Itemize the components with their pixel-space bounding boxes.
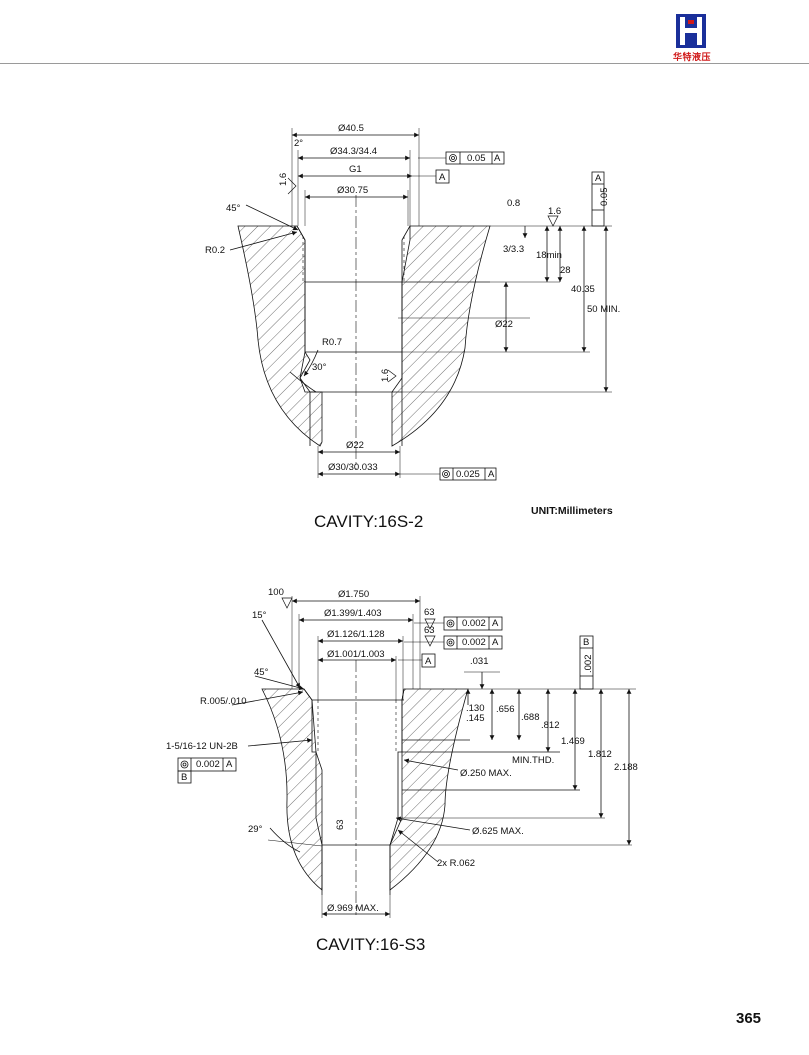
c2-dim-d14: .656 bbox=[496, 704, 515, 715]
c1-dim-d23: A bbox=[494, 153, 501, 164]
c2-dim-d26: 2x R.062 bbox=[437, 858, 475, 869]
c1-dim-d26: A bbox=[488, 469, 495, 480]
c2-dim-d5: 63 bbox=[424, 607, 435, 618]
c2-dim-d11: R.005/.010 bbox=[200, 696, 246, 707]
c2-dim-d24: 63 bbox=[335, 819, 346, 830]
c1-dim-d27: 0.05 bbox=[599, 188, 610, 207]
c2-dim-d27: Ø.969 MAX. bbox=[327, 903, 379, 914]
cavity1-drawing bbox=[229, 128, 612, 481]
c2-dim-d6: Ø1.126/1.128 bbox=[327, 629, 385, 640]
c2-dim-d37: .002 bbox=[583, 655, 594, 674]
logo-text: 华特液压 bbox=[672, 52, 711, 62]
c1-dim-d9: 0.8 bbox=[507, 198, 520, 209]
c2-dim-d19: MIN.THD. bbox=[512, 755, 554, 766]
c2-dim-d12: .130 bbox=[466, 703, 485, 714]
c2-dim-d17: 1-5/16-12 UN-2B bbox=[166, 741, 238, 752]
c2-dim-d16: .812 bbox=[541, 720, 560, 731]
c1-dim-d14: 40.35 bbox=[571, 284, 595, 295]
c2-dim-d2: Ø1.750 bbox=[338, 589, 369, 600]
c2-dim-d34: A bbox=[226, 759, 233, 770]
c2-dim-d23: 29° bbox=[248, 824, 263, 835]
c2-dim-d3: 15° bbox=[252, 610, 267, 621]
c1-dim-d16: Ø22 bbox=[495, 319, 513, 330]
company-logo-icon bbox=[676, 14, 706, 48]
cavity1-body-left bbox=[237, 225, 323, 447]
c1-dim-d10: 1.6 bbox=[548, 206, 561, 217]
c1-dim-d13: 28 bbox=[560, 265, 571, 276]
cavity2-body-left bbox=[261, 688, 323, 891]
c2-dim-d30: 0.002 bbox=[462, 637, 486, 648]
c2-dim-d29: A bbox=[492, 618, 499, 629]
c1-dim-d15: 50 MIN. bbox=[587, 304, 620, 315]
c2-dim-d35: B bbox=[181, 772, 187, 783]
c2-dim-d33: 0.002 bbox=[196, 759, 220, 770]
c1-dim-d25: 0.025 bbox=[456, 469, 480, 480]
c1-dim-d20: Ø22 bbox=[346, 440, 364, 451]
c2-dim-d36: B bbox=[583, 637, 589, 648]
c1-dim-d4: G1 bbox=[349, 164, 362, 175]
c2-dim-d22: Ø.250 MAX. bbox=[460, 768, 512, 779]
cavity1-bore bbox=[296, 225, 311, 446]
c2-dim-d32: A bbox=[425, 656, 432, 667]
c1-dim-d11: 3/3.3 bbox=[503, 244, 524, 255]
c1-dim-d18: 30° bbox=[312, 362, 327, 373]
c1-dim-d21: Ø30/30.033 bbox=[328, 462, 378, 473]
c2-dim-d28: 0.002 bbox=[462, 618, 486, 629]
c1-dim-d2: 2° bbox=[294, 138, 303, 149]
header-divider bbox=[0, 63, 809, 64]
cavity1-labels: Ø40.5 2° Ø34.3/34.4 G1 Ø30.75 45° R0.2 1… bbox=[205, 123, 620, 480]
c2-dim-d15: .688 bbox=[521, 712, 540, 723]
cavity2-title: CAVITY:16-S3 bbox=[316, 935, 426, 954]
c1-dim-d28: A bbox=[595, 173, 602, 184]
cavity1-title: CAVITY:16S-2 bbox=[314, 512, 424, 531]
c1-dim-d17: R0.7 bbox=[322, 337, 342, 348]
c1-dim-d5: Ø30.75 bbox=[337, 185, 368, 196]
c1-dim-d8: 1.6 bbox=[278, 173, 289, 186]
cavity1-body-right bbox=[391, 225, 491, 447]
c2-dim-d18: 1.469 bbox=[561, 736, 585, 747]
c2-dim-d10: .031 bbox=[470, 656, 489, 667]
c2-dim-d4: Ø1.399/1.403 bbox=[324, 608, 382, 619]
cavity1-bore-right bbox=[401, 225, 411, 446]
c1-dim-d12: 18min bbox=[536, 250, 562, 261]
c1-dim-d3: Ø34.3/34.4 bbox=[330, 146, 377, 157]
c2-dim-d20: 1.812 bbox=[588, 749, 612, 760]
unit-label: UNIT:Millimeters bbox=[531, 505, 613, 517]
c1-dim-d1: Ø40.5 bbox=[338, 123, 364, 134]
c2-dim-d25: Ø.625 MAX. bbox=[472, 826, 524, 837]
cavity2-labels: 100 Ø1.750 15° Ø1.399/1.403 63 Ø1.126/1.… bbox=[166, 587, 638, 914]
cavity2-drawing bbox=[177, 596, 636, 918]
c2-dim-d21: 2.188 bbox=[614, 762, 638, 773]
c1-dim-d19: 1.6 bbox=[380, 369, 391, 382]
c1-dim-d24: A bbox=[439, 172, 446, 183]
c2-dim-d13: .145 bbox=[466, 713, 485, 724]
c2-dim-d9: 45° bbox=[254, 667, 269, 678]
c1-dim-d7: R0.2 bbox=[205, 245, 225, 256]
c2-dim-d7: 63 bbox=[424, 625, 435, 636]
c2-dim-d8: Ø1.001/1.003 bbox=[327, 649, 385, 660]
page-number: 365 bbox=[736, 1010, 762, 1027]
c2-dim-d31: A bbox=[492, 637, 499, 648]
c1-dim-d6: 45° bbox=[226, 203, 241, 214]
c2-dim-d1: 100 bbox=[268, 587, 284, 598]
c1-dim-d22: 0.05 bbox=[467, 153, 486, 164]
